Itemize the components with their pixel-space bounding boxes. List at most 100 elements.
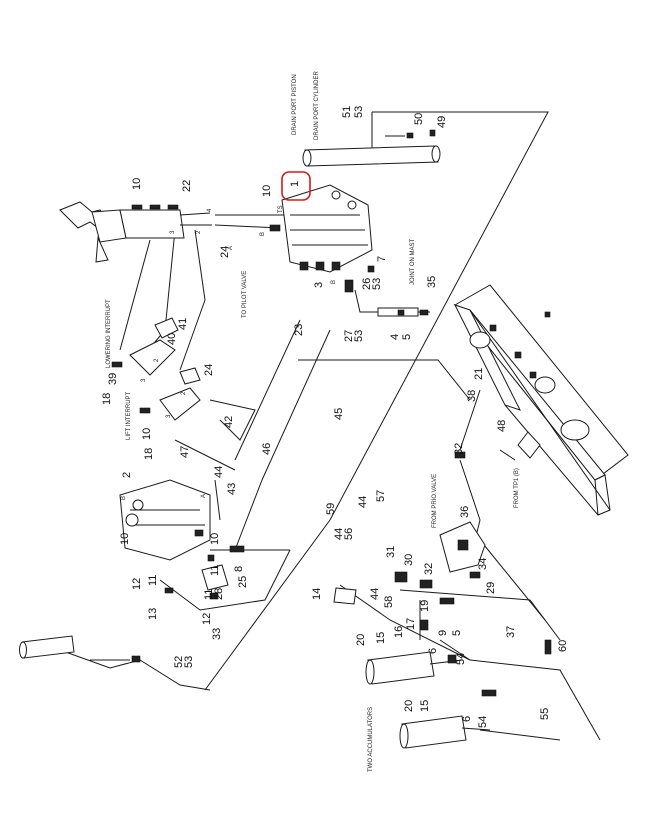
svg-text:4: 4 <box>207 208 213 212</box>
svg-text:3: 3 <box>166 414 172 418</box>
part-15: 15 <box>375 632 387 644</box>
diagram-notes: DRAIN PORT PISTON DRAIN PORT CYLINDER JO… <box>106 71 520 772</box>
part-55: 55 <box>539 708 551 720</box>
part-50: 50 <box>413 113 425 125</box>
central-fittings <box>333 571 455 631</box>
part-7: 7 <box>376 256 388 262</box>
part-29: 29 <box>485 582 497 594</box>
part-23: 23 <box>293 324 305 336</box>
part-60: 60 <box>557 640 569 652</box>
part-44: 44 <box>357 496 369 508</box>
part-24: 24 <box>203 364 215 376</box>
part-34: 34 <box>477 558 489 570</box>
part-22: 22 <box>181 180 193 192</box>
note-from-tp1: FROM TP1 (B) <box>514 468 520 508</box>
part-32: 32 <box>453 443 465 455</box>
part-54: 54 <box>455 653 467 665</box>
note-joint-on-mast: JOINT ON MAST <box>410 238 416 285</box>
svg-text:B: B <box>121 496 127 500</box>
part-42: 42 <box>223 416 235 428</box>
part-45: 45 <box>333 408 345 420</box>
part-24: 24 <box>219 246 231 258</box>
part-47: 47 <box>179 446 191 458</box>
main-control-valve <box>269 184 375 293</box>
svg-text:B: B <box>260 232 266 236</box>
part-10: 10 <box>261 185 273 197</box>
part-6: 6 <box>461 716 473 722</box>
part-21: 21 <box>473 368 485 380</box>
mast-joint <box>377 307 429 317</box>
part-5: 5 <box>451 630 463 636</box>
part-58: 58 <box>383 596 395 608</box>
part-10: 10 <box>131 178 143 190</box>
hydraulic-tank <box>453 284 629 516</box>
part-54: 54 <box>477 716 489 728</box>
part-48: 48 <box>496 420 508 432</box>
part-59: 59 <box>325 503 337 515</box>
svg-text:TS: TS <box>278 205 284 213</box>
svg-text:3: 3 <box>170 230 176 234</box>
part-number-labels: 1 10 10 22 24 3 7 26 53 35 27 53 4 5 51 … <box>101 106 569 728</box>
part-36: 36 <box>459 506 471 518</box>
note-drain-port-piston: DRAIN PORT PISTON <box>292 74 298 135</box>
part-12: 12 <box>201 613 213 625</box>
part-43: 43 <box>226 483 238 495</box>
part-32: 32 <box>423 563 435 575</box>
note-lift-interrupt: LIFT INTERRUPT <box>126 391 132 440</box>
svg-text:3: 3 <box>141 378 147 382</box>
part-26: 26 <box>361 278 373 290</box>
part-53: 53 <box>353 330 365 342</box>
part-8: 8 <box>233 566 245 572</box>
part-17: 17 <box>405 618 417 630</box>
part-44: 44 <box>333 528 345 540</box>
part-53: 53 <box>353 106 365 118</box>
part-49: 49 <box>436 116 448 128</box>
part-31: 31 <box>385 546 397 558</box>
port-letters: TS 4 A B B 3 2 2 3 2 3 B A <box>121 205 337 500</box>
pilot-valve-joystick <box>59 201 212 263</box>
part-10: 10 <box>141 428 153 440</box>
part-13: 13 <box>147 608 159 620</box>
note-to-pilot-valve: TO PILOT VALVE <box>242 271 248 318</box>
part-52: 52 <box>173 656 185 668</box>
part-38: 38 <box>466 390 478 402</box>
part-35: 35 <box>426 276 438 288</box>
part-37: 37 <box>505 626 517 638</box>
accumulators <box>365 639 552 749</box>
priority-valve <box>439 451 486 579</box>
part-44: 44 <box>213 466 225 478</box>
part-15: 15 <box>419 700 431 712</box>
hydraulic-lines <box>59 111 601 741</box>
part-16: 16 <box>393 626 405 638</box>
part-5: 5 <box>401 334 413 340</box>
part-18: 18 <box>143 448 155 460</box>
highlight-callout <box>281 171 311 201</box>
part-6: 6 <box>427 648 439 654</box>
part-27: 27 <box>343 330 355 342</box>
part-20: 20 <box>403 700 415 712</box>
left-drain-tube <box>19 635 141 663</box>
part-53: 53 <box>183 656 195 668</box>
part-18: 18 <box>101 393 113 405</box>
part-12: 12 <box>131 578 143 590</box>
part-19: 19 <box>419 600 431 612</box>
part-30: 30 <box>403 554 415 566</box>
part-10: 10 <box>119 533 131 545</box>
part-33: 33 <box>211 628 223 640</box>
part-46: 46 <box>261 443 273 455</box>
part-56: 56 <box>343 528 355 540</box>
part-51: 51 <box>341 106 353 118</box>
part-1: 1 <box>289 181 301 187</box>
svg-text:A: A <box>201 494 207 498</box>
valve-block-2 <box>119 479 215 562</box>
part-14: 14 <box>311 588 323 600</box>
part-9: 9 <box>437 630 449 636</box>
svg-text:B: B <box>331 280 337 284</box>
drain-port-tubes <box>302 112 441 167</box>
part-25: 25 <box>237 576 249 588</box>
part-2: 2 <box>121 472 133 478</box>
part-4: 4 <box>389 334 401 340</box>
part-53: 53 <box>371 278 383 290</box>
interrupt-valves <box>111 317 201 421</box>
